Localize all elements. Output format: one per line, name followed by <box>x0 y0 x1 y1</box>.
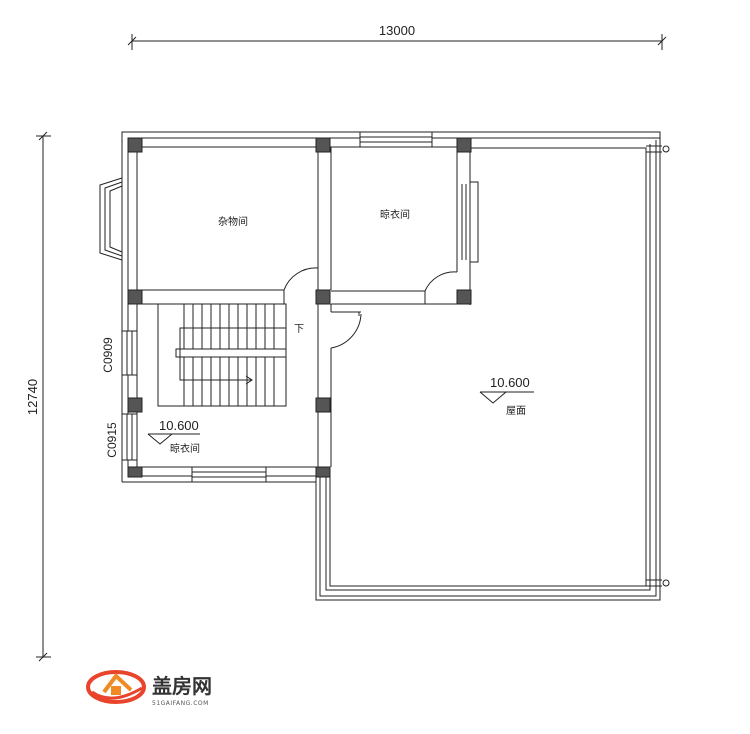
window-code-c0915: C0915 <box>105 422 119 458</box>
outer-walls <box>121 131 661 483</box>
logo-house-icon <box>86 670 146 704</box>
height-dimension <box>36 131 51 662</box>
level-label-landing: 10.600 <box>159 418 199 433</box>
staircase <box>157 303 287 407</box>
width-dimension-label: 13000 <box>379 23 415 38</box>
roof-parapet <box>315 136 661 601</box>
level-marker-landing <box>147 433 200 445</box>
bay-window <box>99 177 123 261</box>
drain-pipes <box>646 145 670 587</box>
stair-down-label: 下 <box>294 324 304 335</box>
level-label-roof: 10.600 <box>490 375 530 390</box>
doors <box>283 267 458 349</box>
level-marker-roof <box>479 391 534 404</box>
logo-url: 51GAIFANG.COM <box>152 700 209 707</box>
bottom-window <box>191 466 267 483</box>
left-window-c0909 <box>121 330 138 376</box>
top-window <box>359 131 433 148</box>
width-dimension <box>127 34 667 50</box>
logo: 盖房网 51GAIFANG.COM <box>86 670 212 707</box>
room-label-storage: 杂物间 <box>218 215 248 228</box>
room-label-roof: 屋面 <box>506 405 526 417</box>
drying-room-window <box>461 181 479 263</box>
room-label-drying-upper: 晾衣间 <box>380 208 410 221</box>
height-dimension-label: 12740 <box>25 379 40 415</box>
left-window-c0915 <box>121 413 138 461</box>
columns <box>127 137 472 478</box>
logo-name: 盖房网 <box>152 674 212 698</box>
window-code-c0909: C0909 <box>101 337 115 373</box>
room-label-drying-lower: 晾衣间 <box>170 442 200 455</box>
